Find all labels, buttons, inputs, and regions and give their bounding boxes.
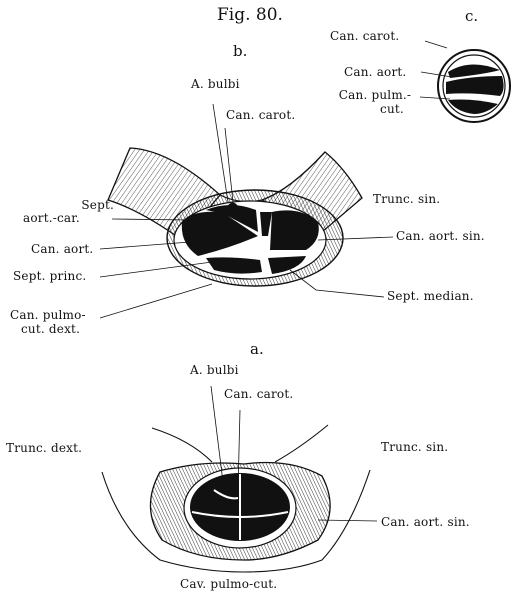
panel-b-label-can-pulmo-cut-dext-line2: cut. dext. (21, 323, 80, 336)
panel-c-label-can-aort: Can. aort. (344, 66, 406, 79)
figure-title: Fig. 80. (217, 5, 283, 25)
panel-b-label-trunc-sin: Trunc. sin. (373, 193, 440, 206)
panel-b-label-can-aort-sin: Can. aort. sin. (396, 230, 485, 243)
panel-b-label-a-bulbi: A. bulbi (191, 78, 240, 91)
panel-a-letter: a. (250, 340, 264, 358)
panel-b-label-can-pulmo-cut-dext-line1: Can. pulmo- (10, 309, 86, 322)
panel-c-letter: c. (465, 7, 478, 25)
panel-a-label-trunc-sin: Trunc. sin. (381, 441, 448, 454)
panel-b-label-sept-princ: Sept. princ. (13, 270, 86, 283)
panel-c-drawing (420, 41, 510, 122)
panel-a-label-can-aort-sin: Can. aort. sin. (381, 516, 470, 529)
panel-a-label-a-bulbi: A. bulbi (190, 364, 239, 377)
panel-a-label-can-carot: Can. carot. (224, 388, 293, 401)
panel-b-label-can-aort: Can. aort. (31, 243, 93, 256)
panel-b-drawing (100, 104, 393, 318)
panel-a-left-trunk-line (152, 428, 212, 462)
panel-a-drawing (102, 386, 377, 572)
panel-c-label-can-pulm-cut-line2: cut. (372, 103, 412, 116)
panel-b-label-sept-median: Sept. median. (387, 290, 474, 303)
panel-a-right-trunk-line (275, 425, 328, 462)
panel-c-label-can-pulm-cut-line1: Can. pulm.- (330, 89, 420, 102)
panel-b-label-sept-aort-car-line2: aort.-car. (23, 212, 80, 225)
panel-b-label-can-carot: Can. carot. (226, 109, 295, 122)
panel-a-label-cav-pulmo-cut: Cav. pulmo-cut. (180, 578, 277, 591)
panel-a-label-trunc-dext: Trunc. dext. (6, 442, 82, 455)
panel-c-label-can-carot: Can. carot. (330, 30, 399, 43)
panel-b-letter: b. (233, 42, 247, 60)
